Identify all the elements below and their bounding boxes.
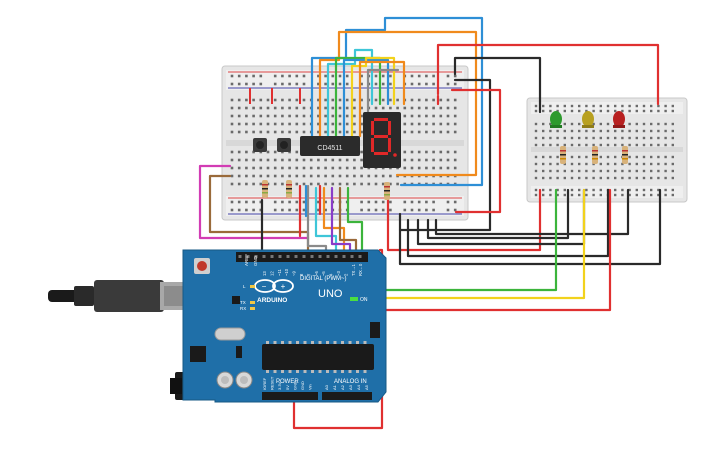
wire-green-d: [346, 186, 364, 264]
analog-pin-label: A3: [348, 384, 353, 390]
digital-label: DIGITAL (PWM~): [300, 276, 347, 282]
wire-black-long-3: [426, 188, 570, 240]
pin-label: 8: [299, 273, 304, 276]
led-icon[interactable]: [582, 111, 594, 128]
usb-chip: [232, 296, 240, 304]
push-button-icon[interactable]: [277, 138, 291, 152]
atmega-chip: [262, 344, 374, 370]
arduino-logo: − + ARDUINO: [254, 279, 294, 304]
rx-label: RX: [240, 306, 246, 311]
analog-pin-label: A1: [332, 384, 337, 390]
arduino-logo-text: ARDUINO: [257, 297, 287, 304]
usb-plug-icon[interactable]: [48, 280, 198, 312]
pin-label: ~11: [277, 269, 282, 276]
wire-red-top: [436, 43, 660, 106]
reset-button-icon[interactable]: [194, 258, 210, 274]
wire-black-long-1: [406, 188, 610, 258]
analog-label: ANALOG IN: [334, 379, 367, 385]
wire-blue-top: [310, 16, 484, 187]
wire-red-bottom: [292, 248, 384, 430]
resistor-icon: [262, 180, 268, 198]
push-button-icon[interactable]: [253, 138, 267, 152]
seven-segment-icon[interactable]: [363, 112, 401, 168]
wire-orange2-top: [358, 60, 406, 138]
power-pin-label: Vin: [308, 384, 313, 390]
crystal: [214, 327, 246, 341]
on-led: [350, 297, 358, 301]
analog-pin-label: A5: [364, 384, 369, 390]
wire-black-long-4: [398, 188, 662, 266]
led-icon[interactable]: [613, 111, 625, 128]
side-breadboard[interactable]: [526, 97, 688, 203]
wire-red-2: [450, 88, 502, 214]
resistor-icon: [622, 146, 628, 164]
power-pin-label: 5V: [285, 385, 290, 390]
resistor-icon: [560, 146, 566, 164]
resistor-icon: [592, 146, 598, 164]
pin-label: ~10: [284, 268, 289, 276]
pin-label: 4: [329, 273, 334, 276]
pin-label: 12: [269, 271, 274, 276]
breadboard-holes: [534, 104, 674, 197]
wire-black-top: [453, 56, 542, 114]
led-icon[interactable]: [550, 111, 562, 128]
pin-label: 7: [306, 273, 311, 276]
power-label: POWER: [276, 379, 299, 385]
pin-label: 2: [343, 273, 348, 276]
wire-cyan-d: [314, 186, 338, 264]
rx-led: [250, 307, 255, 310]
wire-red-long: [386, 188, 542, 252]
resistor-icon: [384, 182, 390, 200]
power-pin-label: IOREF: [262, 377, 267, 390]
analog-pin-label: A0: [324, 384, 329, 390]
wire-magenta: [198, 164, 310, 240]
tx-label: TX: [240, 300, 246, 305]
on-label: ON: [360, 297, 368, 303]
power-pin-label: RESET: [270, 376, 275, 390]
resistor-icon: [286, 180, 292, 198]
power-pin-label: GND: [300, 381, 305, 390]
pin-label: TX→1: [351, 263, 356, 276]
wire-black-2: [398, 78, 492, 232]
pin-label: ~5: [321, 271, 326, 276]
power-pin-label: 3.3V: [277, 381, 282, 390]
rail-jumpers: [249, 88, 301, 104]
wire-green-top: [334, 56, 382, 138]
power-pin-label: GND: [292, 381, 297, 390]
tx-led: [250, 301, 255, 304]
icsp-header: [370, 322, 380, 338]
pin-label: ~6: [314, 271, 319, 276]
chip-label: CD4511: [317, 145, 342, 152]
wire-black-long-5: [434, 188, 630, 236]
wire-orange-top: [318, 30, 478, 177]
analog-pin-label: A4: [356, 384, 361, 390]
svg-text:−: −: [262, 282, 267, 291]
analog-pin-label: A2: [340, 384, 345, 390]
gnd-label: GND: [253, 255, 258, 266]
pin-label: RX←0: [358, 263, 363, 276]
pin-label: ~9: [292, 271, 297, 276]
l-label: L: [243, 284, 246, 289]
pin-label: ~3: [336, 271, 341, 276]
cd4511-chip[interactable]: CD4511: [300, 136, 360, 156]
uno-label: UNO: [318, 288, 343, 300]
svg-text:+: +: [281, 282, 286, 291]
l-led: [250, 285, 255, 288]
pin-label: 13: [262, 271, 267, 276]
regulator: [190, 346, 206, 362]
aref-label: AREF: [244, 254, 249, 266]
